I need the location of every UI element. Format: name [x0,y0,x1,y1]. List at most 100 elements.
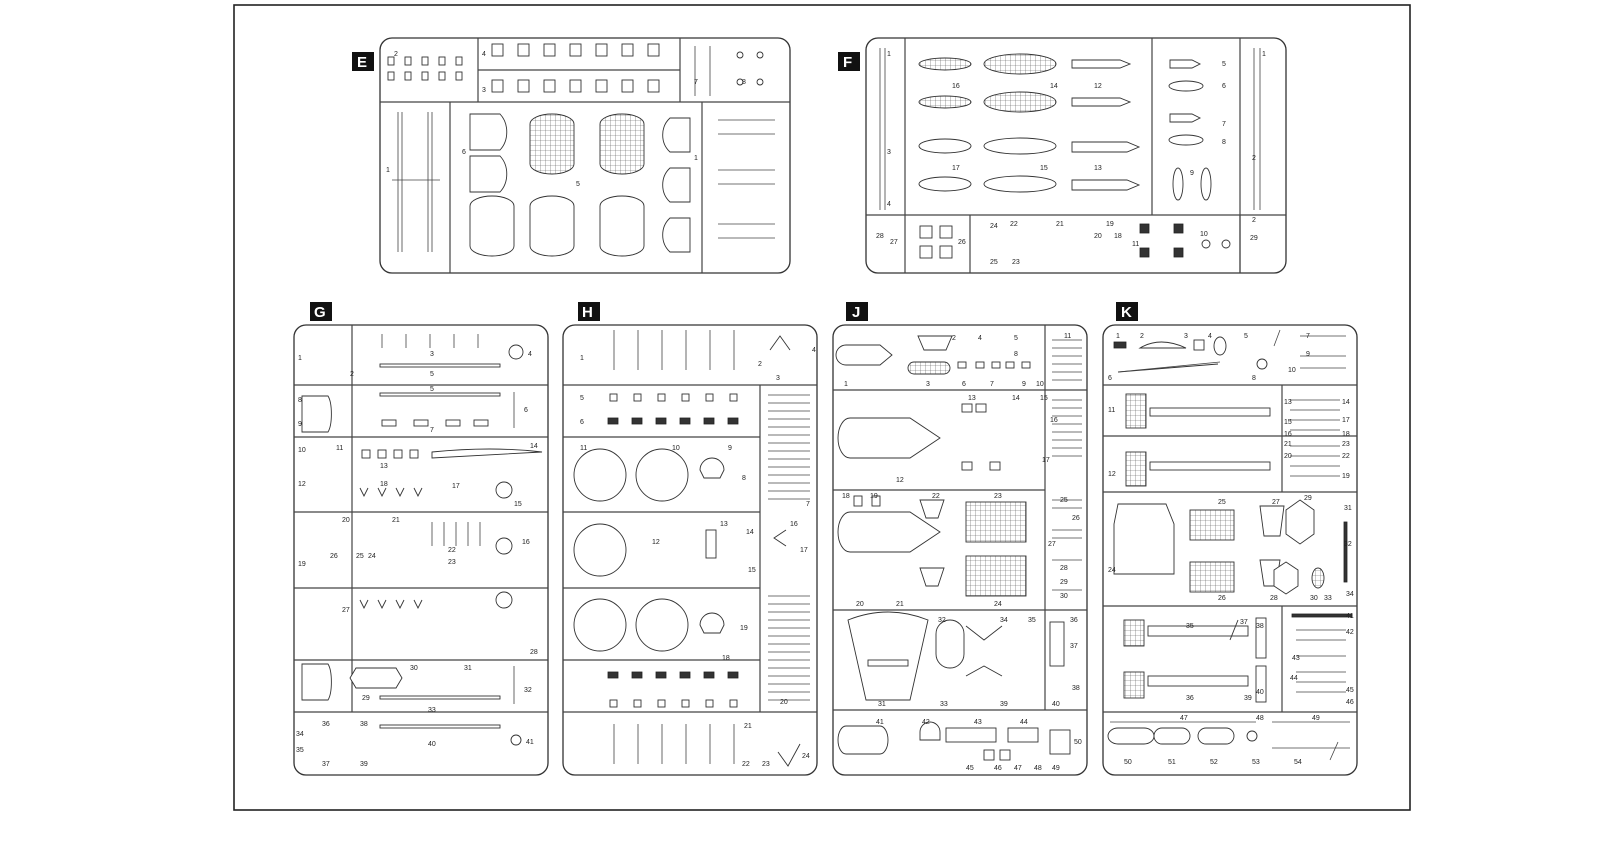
part-number-label: 4 [978,335,982,342]
part-number-label: 51 [1168,759,1176,766]
part-number-label: 15 [1284,419,1292,426]
part-number-label: 40 [1256,689,1264,696]
sprue-f-frame [865,37,1287,274]
part-number-label: 12 [1094,83,1102,90]
part-number-label: 28 [1270,595,1278,602]
part-number-label: 26 [330,553,338,560]
part-number-label: 39 [1244,695,1252,702]
part-number-label: 25 [1060,497,1068,504]
part-number-label: 20 [342,517,350,524]
part-number-label: 41 [1346,613,1354,620]
sprue-f: F 1 3 4 16 14 12 17 15 13 5 6 7 8 9 1 2 … [838,37,1287,274]
sprue-k: K 1 2 3 4 5 6 7 8 9 10 11 12 13 14 15 16… [1102,302,1358,776]
part-number-label: 24 [990,223,998,230]
part-number-label: 37 [322,761,330,768]
sprue-k-letter: K [1121,304,1132,321]
part-number-label: 12 [896,477,904,484]
part-number-label: 36 [322,721,330,728]
part-number-label: 36 [1070,617,1078,624]
part-number-label: 4 [528,351,532,358]
part-number-label: 15 [514,501,522,508]
part-number-label: 48 [1256,715,1264,722]
part-number-label: 17 [452,483,460,490]
part-number-label: 9 [728,445,732,452]
part-number-label: 1 [298,355,302,362]
part-number-label: 6 [524,407,528,414]
part-number-label: 32 [524,687,532,694]
part-number-label: 33 [428,707,436,714]
part-number-label: 11 [580,445,587,452]
part-number-label: 7 [1306,333,1310,340]
part-number-label: 21 [1284,441,1292,448]
part-number-label: 22 [1342,453,1350,460]
part-number-label: 5 [1014,335,1018,342]
part-number-label: 4 [1208,333,1212,340]
part-number-label: 23 [762,761,770,768]
part-number-label: 53 [1252,759,1260,766]
part-number-label: 10 [1036,381,1044,388]
sprue-h-frame [562,324,818,776]
sprue-g: G 1 2 3 4 5 5 6 7 8 9 10 11 12 13 14 15 … [293,302,549,776]
part-number-label: 3 [887,149,891,156]
part-number-label: 9 [298,421,302,428]
part-number-label: 5 [430,371,434,378]
part-number-label: 19 [1342,473,1350,480]
part-number-label: 30 [410,665,418,672]
sprue-e: E 2 4 3 7 8 1 6 5 1 [352,37,791,274]
part-number-label: 2 [758,361,762,368]
part-number-label: 28 [1060,565,1068,572]
part-number-label: 1 [580,355,584,362]
part-number-label: 18 [722,655,730,662]
part-number-label: 35 [1186,623,1194,630]
part-number-label: 22 [932,493,940,500]
part-number-label: 36 [1186,695,1194,702]
part-number-label: 29 [362,695,370,702]
part-number-label: 19 [1106,221,1114,228]
part-number-label: 22 [1010,221,1018,228]
part-number-label: 49 [1052,765,1060,772]
part-number-label: 33 [940,701,948,708]
sprue-g-frame [293,324,549,776]
part-number-label: 15 [1040,395,1048,402]
part-number-label: 7 [990,381,994,388]
part-number-label: 16 [1284,431,1292,438]
part-number-label: 11 [1132,241,1139,248]
part-number-label: 7 [1222,121,1226,128]
part-number-label: 7 [694,79,698,86]
part-number-label: 10 [1288,367,1296,374]
part-number-label: 9 [1306,351,1310,358]
part-number-label: 18 [1342,431,1350,438]
part-number-label: 14 [1342,399,1350,406]
part-number-label: 12 [652,539,660,546]
part-number-label: 16 [952,83,960,90]
sprue-h: H 1 2 3 4 5 6 7 8 9 10 11 12 13 14 15 16… [562,302,818,776]
part-number-label: 16 [1050,417,1058,424]
part-number-label: 35 [1028,617,1036,624]
part-number-label: 1 [386,167,390,174]
part-number-label: 1 [887,51,891,58]
part-number-label: 23 [1342,441,1350,448]
part-number-label: 22 [448,547,456,554]
part-number-label: 23 [448,559,456,566]
part-number-label: 23 [994,493,1002,500]
part-number-label: 4 [887,201,891,208]
part-number-label: 9 [1190,170,1194,177]
part-number-label: 38 [1072,685,1080,692]
part-number-label: 42 [1346,629,1354,636]
part-number-label: 13 [380,463,388,470]
part-number-label: 25 [356,553,364,560]
part-number-label: 24 [368,553,376,560]
part-number-label: 40 [1052,701,1060,708]
part-number-label: 1 [694,155,698,162]
part-number-label: 50 [1124,759,1132,766]
part-number-label: 48 [1034,765,1042,772]
part-number-label: 54 [1294,759,1302,766]
part-number-label: 10 [298,447,306,454]
part-number-label: 6 [462,149,466,156]
part-number-label: 28 [530,649,538,656]
part-number-label: 50 [1074,739,1082,746]
part-number-label: 8 [1014,351,1018,358]
outer-frame [233,4,1411,811]
part-number-label: 39 [1000,701,1008,708]
part-number-label: 20 [1284,453,1292,460]
